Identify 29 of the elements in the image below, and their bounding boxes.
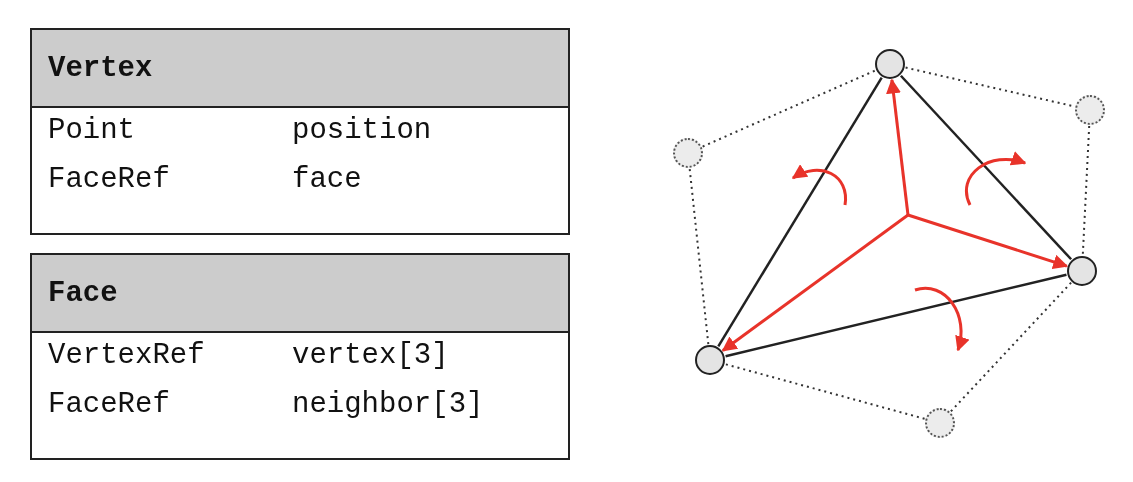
table-title: Vertex bbox=[48, 52, 153, 85]
table-title: Face bbox=[48, 277, 118, 310]
field-name: face bbox=[292, 163, 362, 197]
triangle-edge bbox=[717, 77, 883, 347]
field-type: VertexRef bbox=[48, 339, 205, 373]
field-type: FaceRef bbox=[48, 163, 170, 197]
vertex-circle bbox=[695, 345, 725, 375]
arrow bbox=[721, 213, 909, 352]
field-type: FaceRef bbox=[48, 388, 170, 422]
table-card bbox=[30, 28, 570, 235]
dotted-edge bbox=[688, 167, 710, 346]
triangle-edge bbox=[725, 273, 1067, 358]
table-card bbox=[30, 253, 570, 460]
dotted-edge bbox=[949, 281, 1073, 413]
dotted-edge bbox=[701, 69, 877, 148]
dotted-edge bbox=[724, 363, 926, 420]
dotted-edge bbox=[1081, 125, 1091, 256]
neighbor-vertex-circle bbox=[673, 138, 703, 168]
field-type: Point bbox=[48, 114, 135, 148]
field-name: neighbor[3] bbox=[292, 388, 484, 422]
vertex-circle bbox=[875, 49, 905, 79]
vertex-circle bbox=[1067, 256, 1097, 286]
arrow bbox=[907, 213, 1069, 270]
field-name: vertex[3] bbox=[292, 339, 449, 373]
field-name: position bbox=[292, 114, 432, 148]
neighbor-vertex-circle bbox=[925, 408, 955, 438]
triangle-edge bbox=[899, 74, 1073, 261]
neighbor-vertex-circle bbox=[1075, 95, 1105, 125]
arrow bbox=[886, 78, 910, 216]
